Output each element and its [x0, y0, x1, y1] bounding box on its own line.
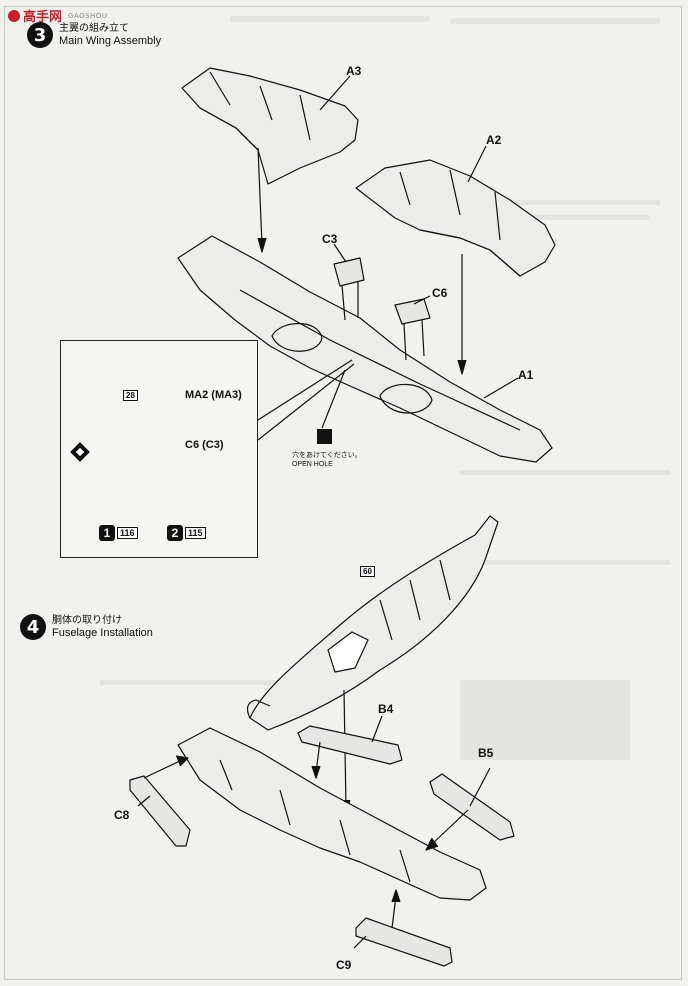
fuselage-shape	[249, 515, 499, 731]
leader-a2	[467, 145, 487, 183]
part-a1-wheel-well	[379, 383, 433, 414]
leader-a1	[483, 377, 519, 399]
part-c3-guide	[341, 284, 346, 321]
leader-c3	[333, 243, 347, 263]
part-c9-shape	[355, 917, 453, 967]
part-c8-guide	[143, 759, 183, 779]
leader-c6	[413, 295, 431, 305]
part-c3-shape	[333, 257, 365, 287]
bleed-through	[230, 16, 430, 22]
part-a2-panel-line	[399, 169, 501, 241]
label-a2: A2	[486, 133, 502, 147]
inset-pointer	[257, 363, 355, 441]
part-b5-arrow	[425, 837, 439, 851]
part-c9-arrow	[391, 889, 401, 903]
part-b5-guide	[429, 809, 469, 847]
part-a3-arrow-line	[257, 147, 263, 246]
step-3-title-en: Main Wing Assembly	[59, 35, 162, 47]
fuselage-decal-number: 60	[360, 566, 375, 577]
step4-wing-shape	[177, 727, 487, 901]
part-a2-flap-line	[419, 229, 521, 277]
label-c6: C6	[432, 286, 448, 300]
bleed-through	[460, 560, 670, 565]
part-c6-shape	[394, 298, 431, 325]
cement-diamond-icon	[70, 442, 90, 462]
part-c6-guide	[421, 319, 425, 357]
part-a2-arrow-head	[457, 359, 467, 375]
step-4-title: 胴体の取り付け Fuselage Installation	[52, 614, 153, 640]
part-b4-shape	[297, 725, 403, 765]
site-logo: 高手网 GAOSHOU	[8, 6, 107, 25]
drill-instruction-jp: 穴をあけてください。	[292, 451, 362, 459]
leader-c9	[353, 935, 367, 949]
bleed-through	[460, 470, 670, 475]
part-a2-wing-shape	[355, 159, 556, 277]
leader-c8	[137, 795, 151, 807]
drill-instruction-en: OPEN HOLE	[292, 461, 333, 468]
bleed-through	[460, 215, 650, 220]
drill-pointer	[321, 369, 346, 429]
paint-1-number: 1	[99, 525, 115, 541]
step-3-title-jp: 主翼の組み立て	[59, 23, 129, 34]
part-a3-arrow-head	[257, 237, 267, 253]
logo-sub: GAOSHOU	[68, 11, 108, 20]
label-b4: B4	[378, 702, 394, 716]
page-border	[4, 6, 682, 980]
leader-a3	[319, 75, 351, 111]
part-b5-shape	[429, 773, 515, 841]
drill-hole-icon	[317, 429, 332, 444]
paint-2-code: 115	[185, 527, 206, 539]
logo-text: 高手网	[23, 10, 63, 25]
part-a3-panel-line	[209, 71, 311, 141]
detail-inset: 28 MA2 (MA3) C6 (C3) 1 116 2 115	[60, 340, 258, 558]
step-4-title-en: Fuselage Installation	[52, 627, 153, 639]
bleed-through	[460, 680, 630, 760]
step4-wing-panel-line	[219, 759, 411, 883]
label-c8: C8	[114, 808, 130, 822]
label-a1: A1	[518, 368, 534, 382]
part-a1-wheel-well	[271, 323, 323, 352]
paint-2-number: 2	[167, 525, 183, 541]
inset-pointer	[257, 359, 353, 421]
fuselage-panel-line	[379, 559, 451, 641]
label-c9: C9	[336, 958, 352, 972]
step-3-heading: 3 主翼の組み立て Main Wing Assembly	[27, 22, 161, 48]
label-a3: A3	[346, 64, 362, 78]
leader-b5	[469, 767, 491, 807]
part-c6-guide	[403, 323, 407, 361]
label-c6-c3: C6 (C3)	[185, 439, 224, 451]
bleed-through	[460, 200, 660, 205]
step-3-number: 3	[27, 22, 53, 48]
step-3-title: 主翼の組み立て Main Wing Assembly	[59, 22, 161, 48]
drill-instruction: 穴をあけてください。 OPEN HOLE	[292, 451, 362, 469]
part-a3-wing-shape	[181, 67, 359, 185]
fuselage-canopy	[327, 631, 369, 673]
part-a1-wing-shape	[177, 235, 553, 463]
step-4-number: 4	[20, 614, 46, 640]
step-4-title-jp: 胴体の取り付け	[52, 615, 122, 626]
paint-callout-1: 1 116	[99, 525, 138, 541]
decal-number: 28	[123, 390, 138, 401]
part-c8-shape	[129, 775, 191, 847]
part-a1-spar-line	[239, 289, 521, 431]
leader-b4	[371, 715, 383, 743]
part-c8-arrow	[175, 755, 189, 767]
logo-dot-icon	[8, 9, 20, 22]
bleed-through	[450, 18, 660, 24]
paint-callout-2: 2 115	[167, 525, 206, 541]
fuselage-nose	[246, 699, 271, 719]
part-a3-flap-line	[199, 107, 259, 151]
step-4-heading: 4 胴体の取り付け Fuselage Installation	[20, 614, 153, 640]
paint-1-code: 116	[117, 527, 138, 539]
label-c3: C3	[322, 232, 338, 246]
part-b4-arrow	[311, 765, 321, 779]
label-ma2-ma3: MA2 (MA3)	[185, 389, 242, 401]
bleed-through	[100, 680, 300, 685]
label-b5: B5	[478, 746, 494, 760]
